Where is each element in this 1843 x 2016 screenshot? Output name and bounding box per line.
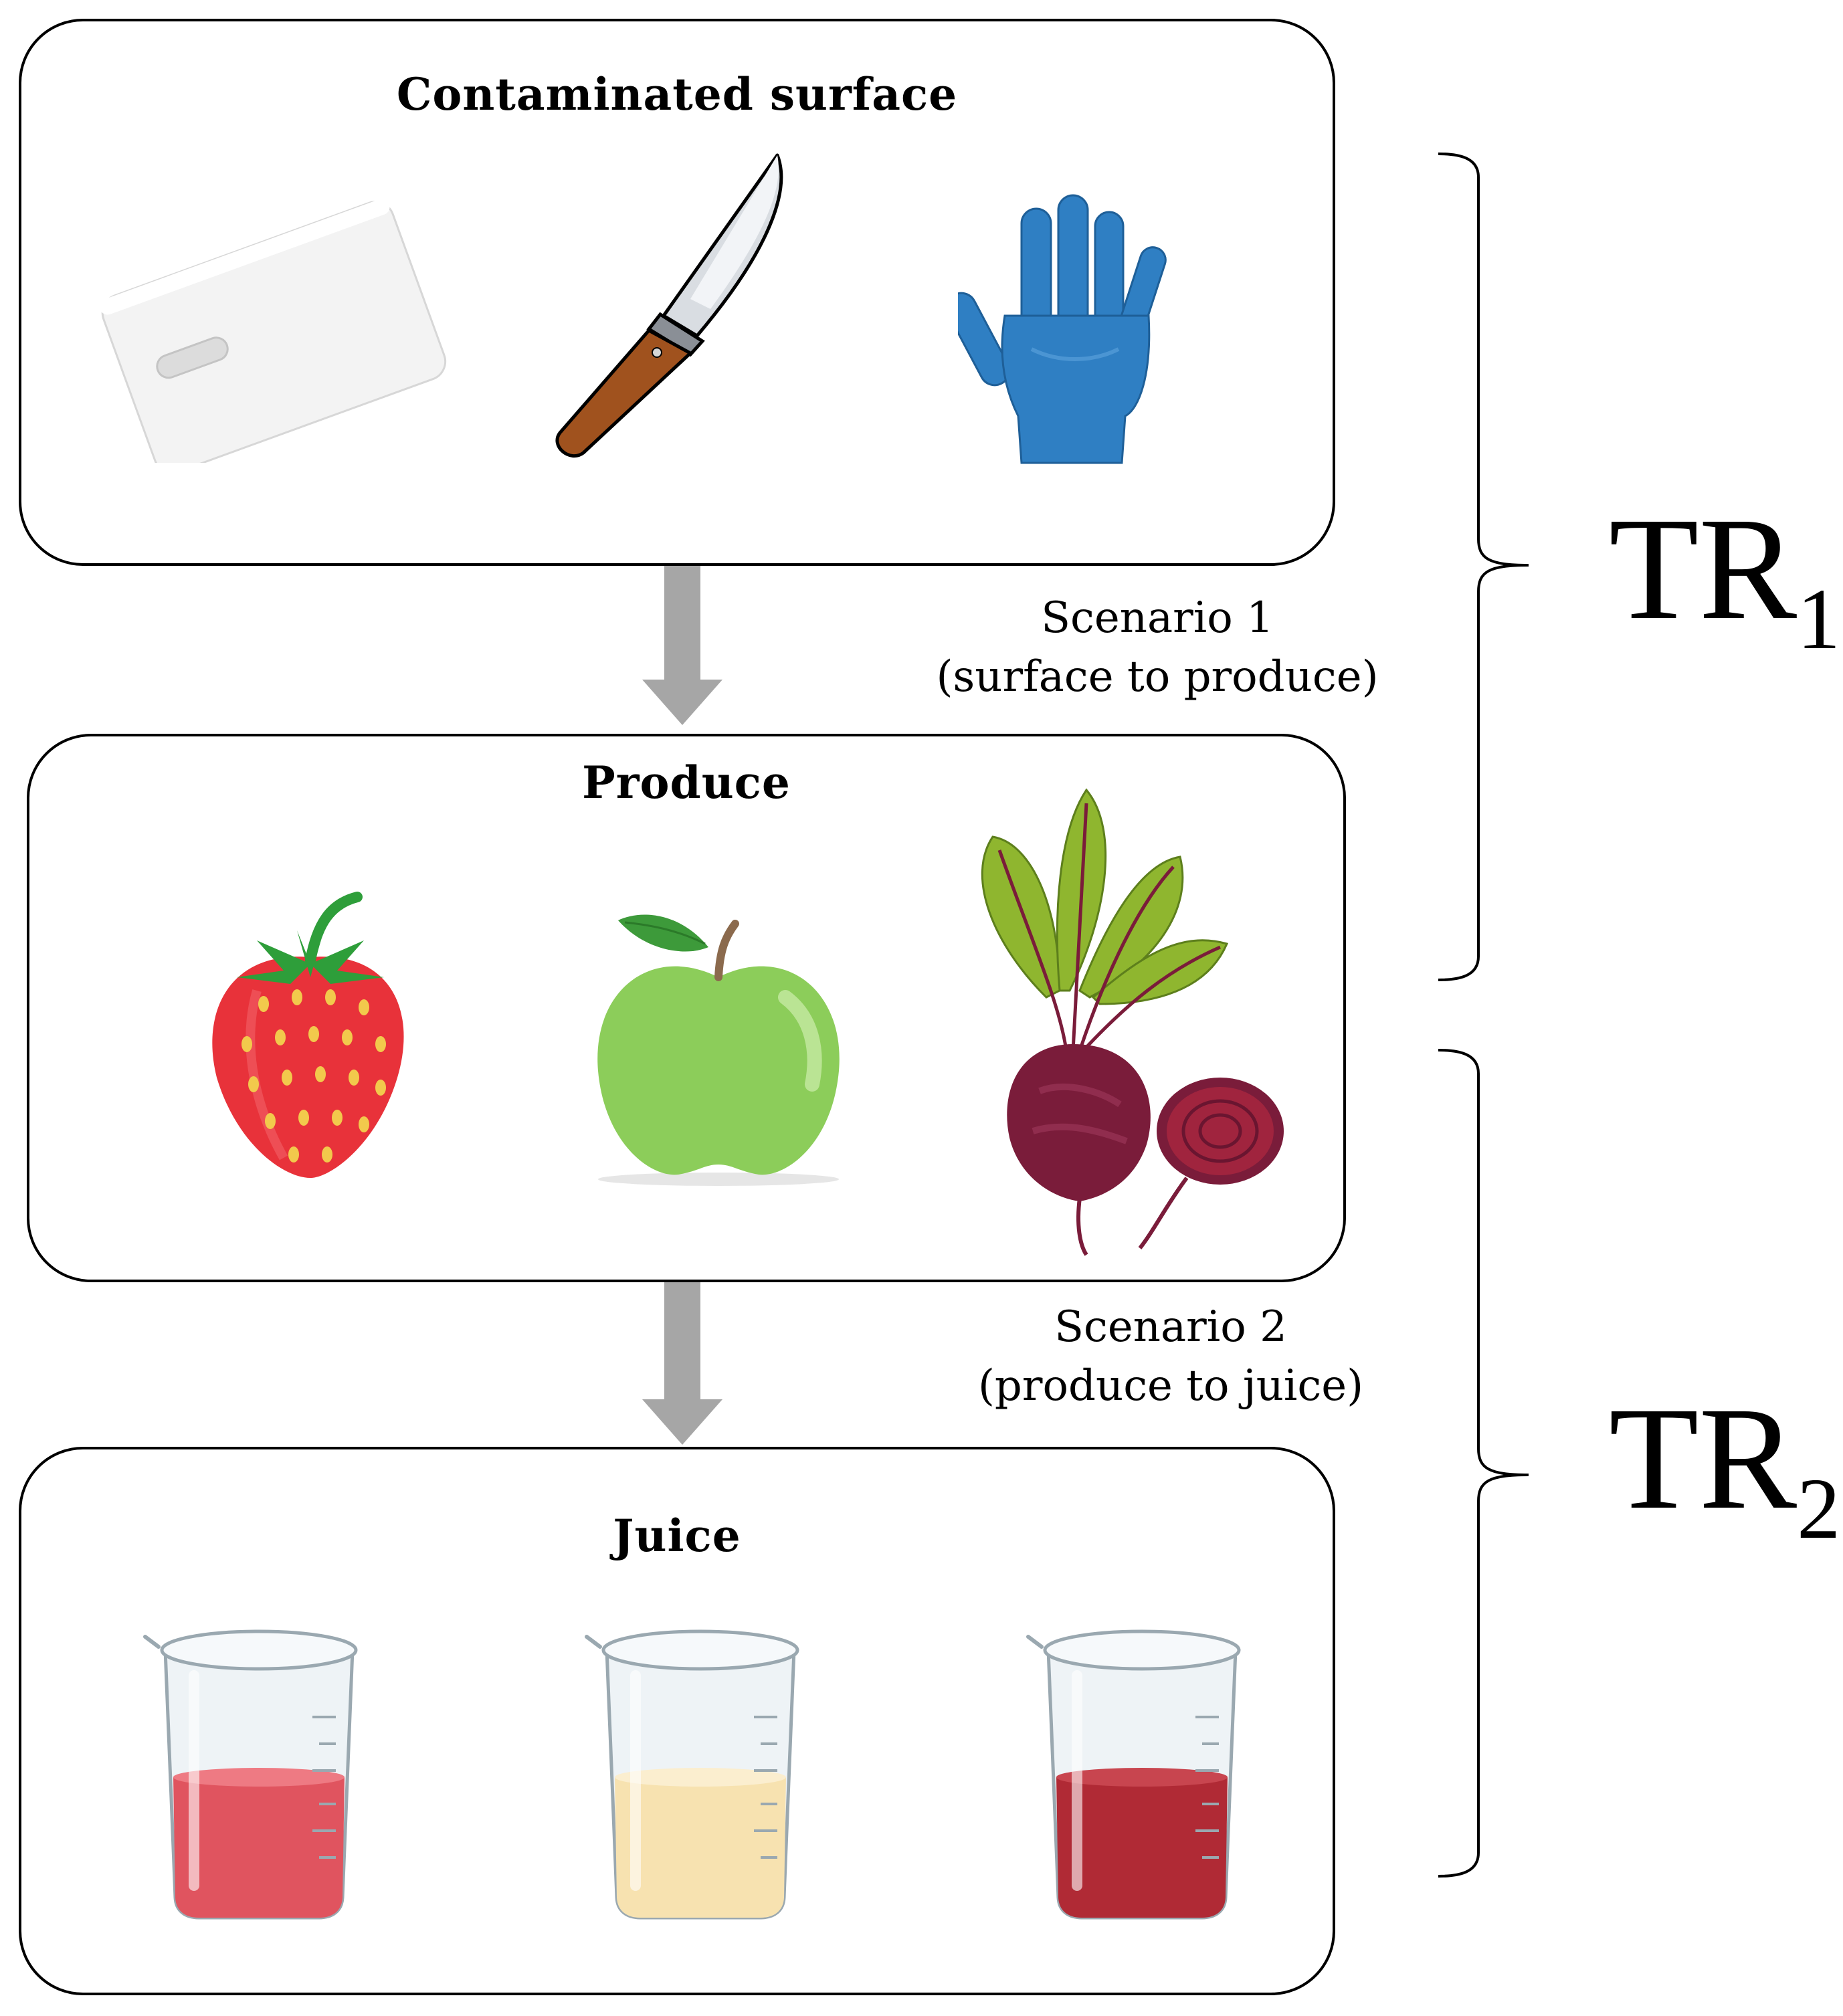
arrow-produce-to-juice <box>642 1282 722 1445</box>
apple-icon <box>597 914 840 1186</box>
beaker-darkred-icon <box>1026 1629 1241 1920</box>
knife-icon <box>555 153 783 458</box>
panel-title-produce: Produce <box>582 757 791 809</box>
strawberry-icon <box>212 892 404 1178</box>
arrow-surface-to-produce <box>642 566 722 725</box>
bracket-tr1 <box>1438 153 1529 981</box>
beaker-red-icon <box>143 1629 358 1920</box>
scenario-1-subtitle: (surface to produce) <box>936 652 1379 702</box>
produce-panel: Produce <box>27 734 1346 1282</box>
panel-title-contaminated-surface: Contaminated surface <box>396 68 958 120</box>
contaminated-surface-panel: Contaminated surface <box>19 19 1335 566</box>
panel-title-juice: Juice <box>613 1510 741 1562</box>
tr1-label: TR1 <box>1609 495 1840 663</box>
tr2-subscript: 2 <box>1797 1461 1841 1557</box>
tr2-label: TR2 <box>1609 1385 1840 1552</box>
scenario-1-title: Scenario 1 <box>1041 593 1274 643</box>
tr2-base: TR <box>1609 1377 1798 1540</box>
juice-panel: Juice <box>19 1447 1335 1995</box>
beet-icon <box>981 788 1284 1256</box>
beaker-yellow-icon <box>585 1629 799 1920</box>
scenario-2-subtitle: (produce to juice) <box>977 1361 1364 1411</box>
scenario-1-label: Scenario 1 (surface to produce) <box>923 589 1391 706</box>
glove-icon <box>958 194 1167 464</box>
bracket-tr2 <box>1438 1049 1529 1878</box>
scenario-2-label: Scenario 2 (produce to juice) <box>937 1298 1405 1415</box>
tr1-base: TR <box>1609 487 1798 650</box>
tr1-subscript: 1 <box>1797 571 1841 668</box>
cutting-board-icon <box>99 199 447 463</box>
scenario-2-title: Scenario 2 <box>1054 1302 1287 1352</box>
